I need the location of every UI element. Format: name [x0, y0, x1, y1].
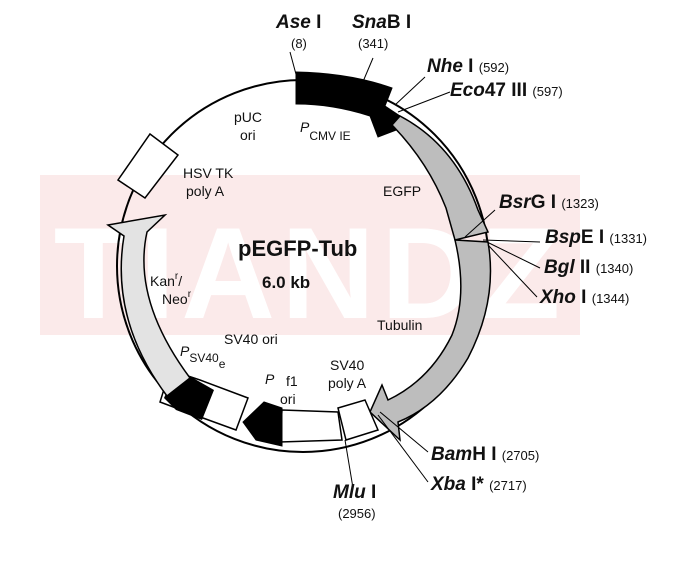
feature-sv40: SV40 — [330, 357, 364, 373]
feature-pcmv: PCMV IE — [300, 119, 351, 143]
feature-hsv-tk: HSV TK — [183, 165, 234, 181]
site-mlu-i: Mlu I — [333, 482, 376, 503]
site-bgl-ii: Bgl II (1340) — [544, 257, 633, 278]
site-mlu-i-pos: (2956) — [338, 506, 376, 521]
site-bsrg-i: BsrG I (1323) — [499, 192, 599, 213]
site-snab-i-pos: (341) — [358, 36, 388, 51]
feature-p: P — [265, 371, 275, 387]
site-eco47-iii: Eco47 III (597) — [450, 80, 563, 101]
feature-psv40e: PSV40e — [180, 343, 226, 371]
site-ase-i: Ase I — [275, 12, 321, 33]
feature-puc-ori: ori — [240, 127, 256, 143]
feature-tubulin: Tubulin — [377, 317, 422, 333]
puc-ori-box — [116, 132, 180, 200]
site-xba-i: Xba I* (2717) — [430, 474, 527, 495]
site-nhe-i: Nhe I (592) — [427, 56, 509, 77]
cut-site-lines — [289, 51, 541, 489]
p-arrow — [242, 401, 283, 447]
feature-kan: Kanr/ — [150, 271, 182, 289]
plasmid-size: 6.0 kb — [262, 273, 310, 292]
feature-poly-a: poly A — [186, 183, 225, 199]
feature-puc: pUC — [234, 109, 262, 125]
plasmid-name: pEGFP-Tub — [238, 236, 357, 261]
feature-sv40-ori: SV40 ori — [224, 331, 278, 347]
f1-ori-box — [279, 409, 343, 443]
site-xho-i: Xho I (1344) — [539, 287, 629, 308]
site-ase-i-pos: (8) — [291, 36, 307, 51]
kan-neo-arrow — [106, 213, 192, 398]
feature-f1-ori: ori — [280, 391, 296, 407]
feature-f1: f1 — [286, 373, 298, 389]
feature-sv40-polya: poly A — [328, 375, 367, 391]
site-snab-i: SnaB I — [352, 12, 411, 33]
feature-egfp: EGFP — [383, 183, 421, 199]
site-bamh-i: BamH I (2705) — [431, 444, 539, 465]
sv40-polya-box — [337, 399, 380, 441]
site-bspe-i: BspE I (1331) — [545, 227, 647, 248]
feature-neo: Neor — [162, 289, 192, 307]
